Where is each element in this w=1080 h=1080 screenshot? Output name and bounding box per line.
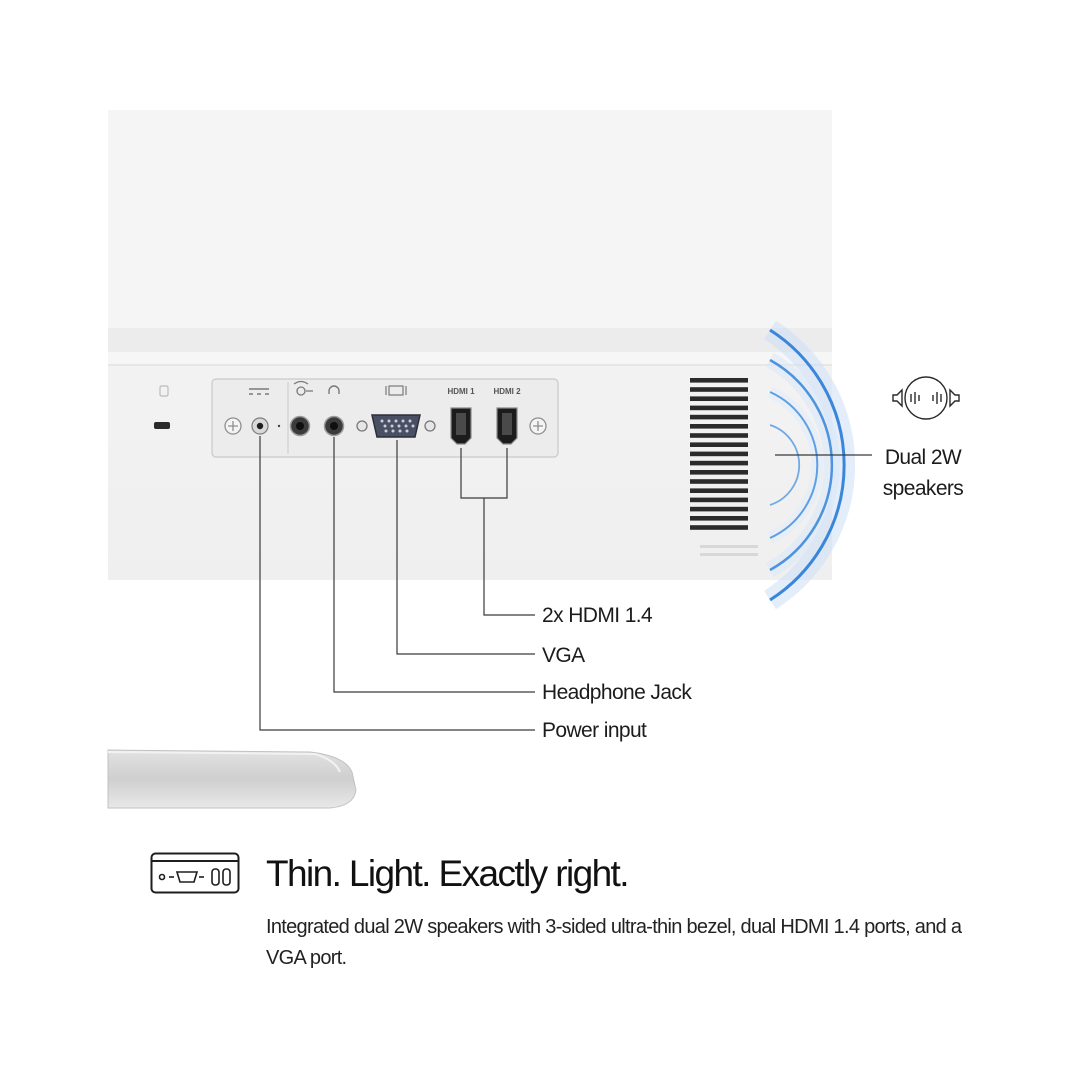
feature-heading-row: Thin. Light. Exactly right. [150, 852, 630, 894]
vga-symbol-icon [385, 385, 407, 396]
monitor-stand-base [107, 749, 357, 809]
screw-right-icon [529, 417, 547, 435]
feature-description: Integrated dual 2W speakers with 3-sided… [266, 916, 962, 969]
grille-slat [690, 470, 748, 475]
speaker-area [690, 378, 758, 556]
hdmi-2-port: HDMI 2 [493, 387, 521, 445]
grille-slat [690, 378, 748, 383]
grille-slat [690, 479, 748, 484]
callout-hdmi: 2x HDMI 1.4 [542, 604, 653, 627]
grille-slat [690, 488, 748, 493]
grille-slat [690, 442, 748, 447]
grille-slat [690, 414, 748, 420]
grille-slat [690, 497, 748, 503]
speaker-grille [690, 378, 758, 556]
callout-power-input: Power input [542, 719, 647, 742]
grille-slat [690, 405, 748, 411]
grille-slat [690, 433, 748, 438]
monitor-back-panel [108, 110, 832, 580]
grille-slat [690, 516, 748, 521]
leader-vga [396, 440, 535, 655]
grille-slat [690, 460, 748, 466]
leader-headphone [333, 437, 535, 693]
leader-power [259, 436, 535, 731]
headphone-symbol-icon [328, 385, 340, 394]
grille-slat [690, 387, 748, 392]
headphone-port [323, 415, 345, 437]
audio-in-port [289, 415, 311, 437]
feature-headline: Thin. Light. Exactly right. [266, 852, 630, 894]
security-lock-slot [154, 385, 170, 429]
leader-hdmi [483, 498, 535, 616]
monitor-rear-illustration: HDMI 1 HDMI 2 [107, 110, 960, 809]
sound-wave-glow [764, 320, 856, 610]
grille-slat [690, 525, 748, 530]
speaker-sound-icon [892, 376, 960, 420]
callout-vga: VGA [542, 644, 585, 667]
hdmi-1-label: HDMI 1 [447, 387, 475, 396]
leader-lines [259, 436, 872, 731]
grille-slat-shadow [700, 545, 758, 548]
grille-slat [690, 506, 748, 512]
monitor-ports-icon [150, 852, 240, 894]
grille-slat [690, 396, 748, 401]
screw-left-icon [224, 417, 242, 435]
vga-port [356, 414, 436, 438]
hdmi-2-label: HDMI 2 [493, 387, 521, 396]
callout-dual-speakers: Dual 2W speakers [882, 446, 964, 500]
power-input-port [251, 417, 281, 435]
hdmi-1-port: HDMI 1 [447, 387, 475, 445]
grille-slat [690, 451, 748, 457]
grille-slat-shadow [700, 553, 758, 556]
audio-in-symbol-icon [293, 380, 313, 396]
port-panel: HDMI 1 HDMI 2 [211, 378, 559, 458]
dc-power-symbol-icon [249, 388, 269, 395]
grille-slat [690, 424, 748, 429]
callout-headphone-jack: Headphone Jack [542, 681, 692, 704]
